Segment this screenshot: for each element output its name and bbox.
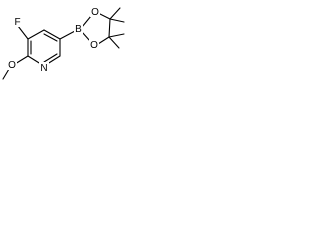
bond-c5-b xyxy=(59,30,76,40)
bond-methyl-top-1 xyxy=(109,7,121,20)
methoxy-oxygen-label: O xyxy=(8,60,16,71)
methoxy-oxygen-label-bg xyxy=(7,59,17,70)
bond-ring-double-c6-n xyxy=(43,53,58,63)
oxygen-top-label-bg xyxy=(90,6,100,17)
nitrogen-label-bg xyxy=(39,62,49,73)
bond-methyl-bottom-2 xyxy=(108,36,120,49)
boron-label: B xyxy=(75,24,82,35)
atom-labels: F B O O O N xyxy=(7,6,100,74)
bond-o-bottom-c xyxy=(97,36,110,45)
bond-b-o-top xyxy=(81,15,92,28)
fluorine-label: F xyxy=(14,17,20,28)
oxygen-bottom-label-bg xyxy=(89,39,99,50)
bond-ring-c3-c4 xyxy=(27,29,45,40)
nitrogen-label: N xyxy=(40,63,47,74)
bond-ring-double-c4-c5 xyxy=(43,33,58,42)
oxygen-bottom-label: O xyxy=(90,40,98,51)
oxygen-top-label: O xyxy=(91,7,99,18)
bond-ring-c4-c5 xyxy=(43,29,61,40)
boron-label-bg xyxy=(74,23,83,34)
bond-methyl-top-2 xyxy=(109,18,125,23)
bond-o-methyl xyxy=(2,68,10,80)
bond-c3-f xyxy=(17,25,29,40)
bond-c2-o xyxy=(14,55,29,65)
bond-b-o-bottom xyxy=(81,31,91,42)
bond-methyl-bottom-1 xyxy=(108,33,125,38)
bond-c-c-ring xyxy=(108,18,111,38)
fluorine-label-bg xyxy=(13,16,22,27)
chemical-structure: F B O O O N xyxy=(2,6,125,80)
